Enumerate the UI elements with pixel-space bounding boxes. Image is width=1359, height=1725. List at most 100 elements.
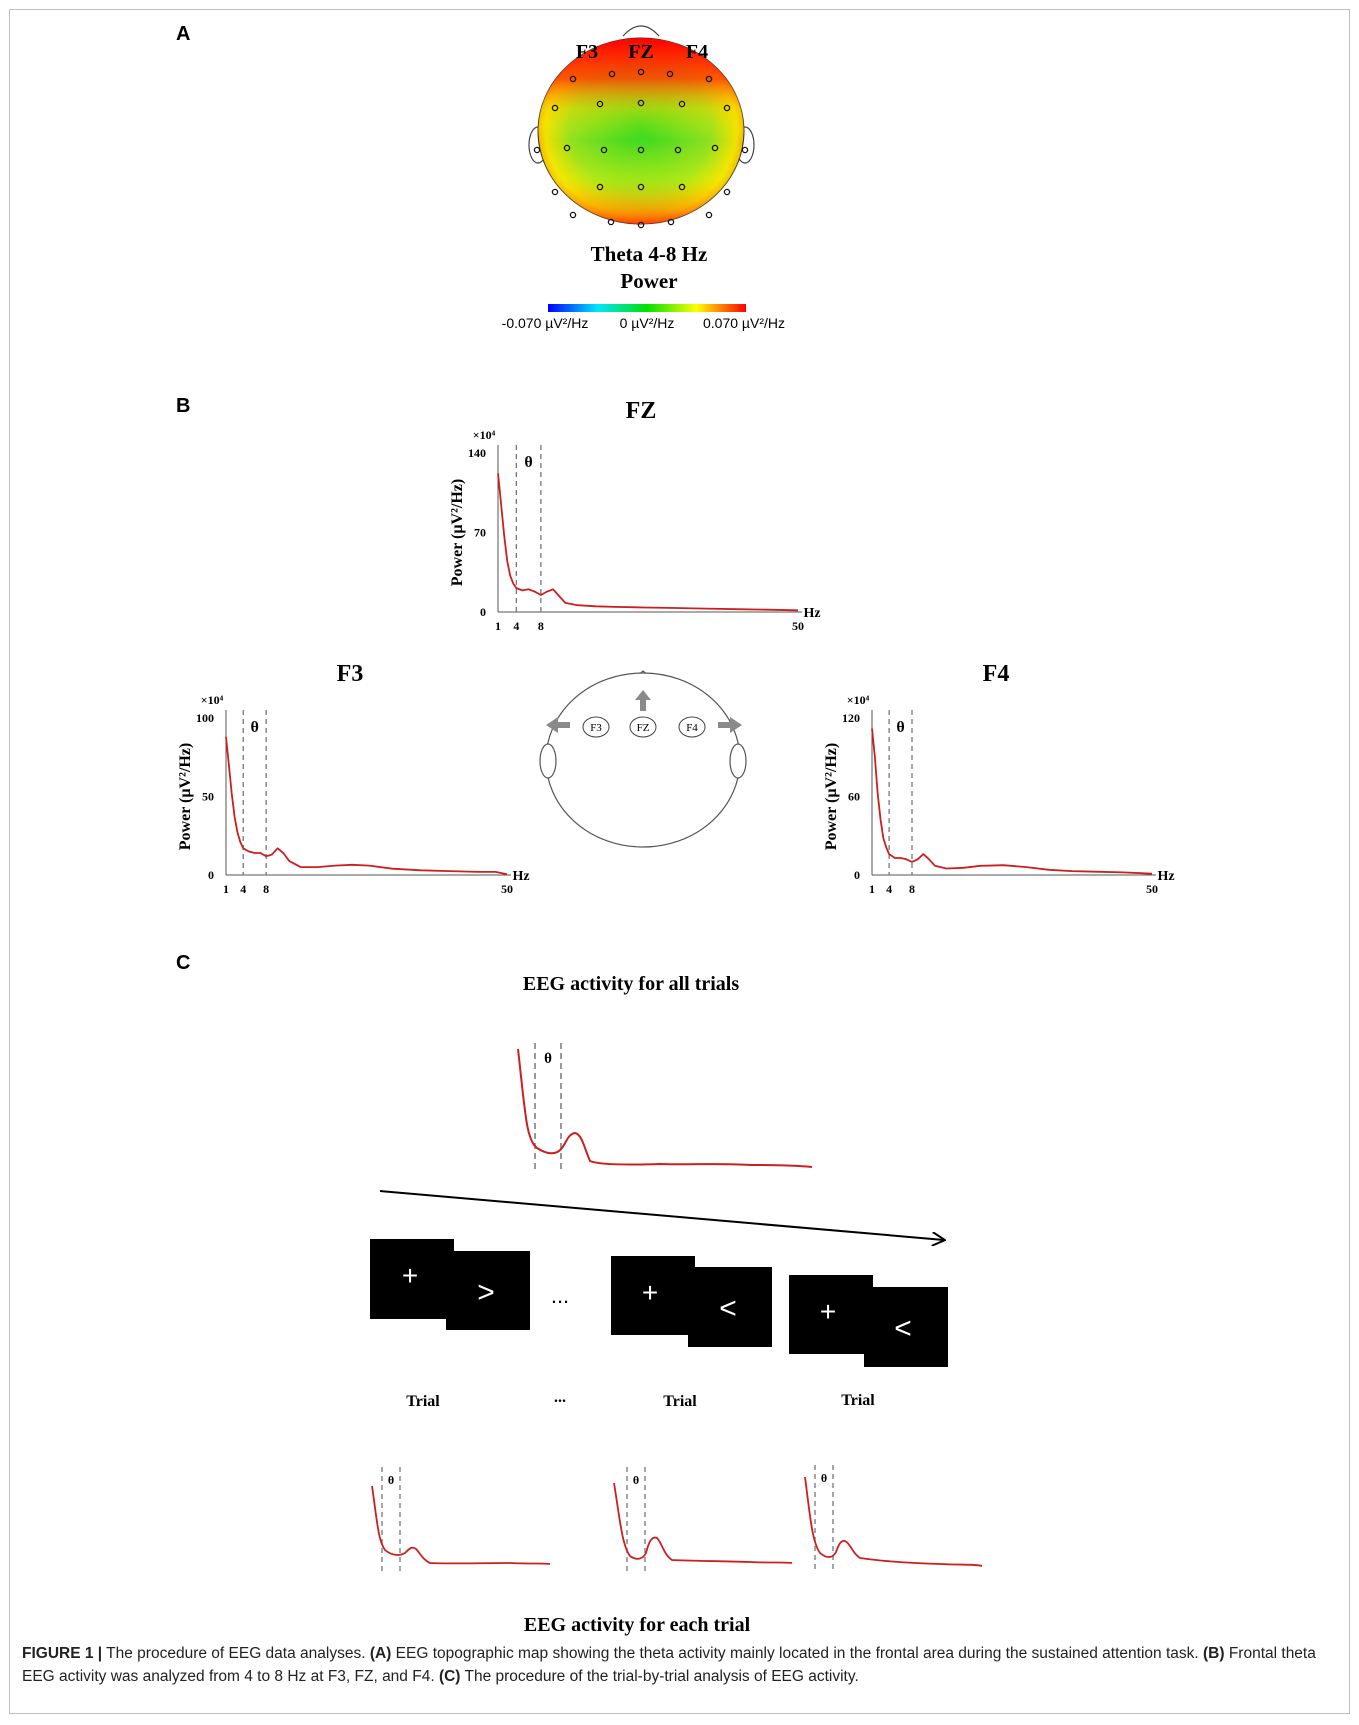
colorbar-mid-label: 0 µV²/Hz (620, 315, 675, 331)
x-axis-label: Hz (803, 606, 820, 621)
electrode-dot (741, 146, 749, 154)
y-tick-label: 0 (854, 868, 860, 882)
y-axis-label: Power (µV²/Hz) (177, 743, 194, 850)
electrode-dots (533, 68, 749, 229)
theta-symbol: θ (524, 454, 532, 471)
x-tick-label: 4 (513, 619, 519, 633)
electrode-dot (667, 218, 675, 226)
chart-title: F3 (337, 661, 364, 687)
schematic-left-ear (539, 743, 557, 779)
electrode-dot (607, 218, 615, 226)
y-tick-label: 50 (202, 790, 214, 804)
right-arrow-icon (718, 717, 742, 733)
theta-symbol: θ (250, 719, 258, 736)
y-scale-note: ×10⁴ (847, 693, 870, 707)
y-tick-label: 120 (842, 711, 860, 725)
schematic-right-ear (729, 743, 747, 779)
electrode-dot (569, 211, 577, 219)
theta-symbol: θ (544, 1051, 552, 1067)
trial-curve (804, 1476, 983, 1567)
electrode-dot (666, 70, 674, 78)
electrode-dot (551, 188, 559, 196)
colorbar-min-label: -0.070 µV²/Hz (502, 315, 589, 331)
up-arrow-icon (635, 690, 651, 711)
x-tick-label: 50 (1146, 882, 1158, 896)
electrode-dot (596, 100, 604, 108)
trial-ellipsis: ... (554, 1389, 566, 1406)
y-axis-label: Power (µV²/Hz) (823, 743, 840, 850)
electrode-dot (637, 221, 645, 229)
arrow-stimulus: > (477, 1276, 495, 1309)
x-tick-label: 8 (909, 882, 915, 896)
x-axis-label: Hz (512, 869, 529, 884)
electrode-dot (596, 183, 604, 191)
fixation-screen (611, 1256, 695, 1335)
stimulus-ellipsis: ... (551, 1283, 569, 1308)
electrode-dot (637, 146, 645, 154)
trial-label: Trial (663, 1393, 697, 1410)
y-tick-label: 70 (474, 526, 486, 540)
f4-electrode-marker (678, 716, 706, 738)
left-arrow-icon (546, 717, 570, 733)
f3-electrode-marker (582, 716, 610, 738)
y-scale-note: ×10⁴ (473, 428, 496, 442)
all-trials-title: EEG activity for all trials (523, 973, 739, 995)
fixation-screen (370, 1239, 454, 1319)
x-tick-label: 4 (240, 882, 246, 896)
x-tick-label: 4 (886, 882, 892, 896)
theta-symbol: θ (388, 1473, 394, 1487)
arrow-stimulus: < (894, 1312, 912, 1345)
stimulus-group-1: + > (370, 1239, 530, 1330)
chart-title: F4 (983, 661, 1010, 687)
theta-symbol: θ (896, 719, 904, 736)
arrow-screen (688, 1267, 772, 1347)
colorbar (548, 304, 746, 312)
stimulus-group-3: + < (789, 1275, 948, 1367)
x-tick-label: 1 (495, 619, 501, 633)
trial-curve (613, 1482, 793, 1564)
x-tick-label: 1 (223, 882, 229, 896)
figure-frame (9, 9, 1350, 1714)
panel-b-letter: B (176, 395, 190, 417)
trial-spectrum-3: θ (804, 1465, 983, 1571)
electrode-label-fz: FZ (628, 41, 654, 63)
theta-symbol: θ (633, 1473, 639, 1487)
nose-outline (622, 25, 660, 37)
x-axis-label: Hz (1157, 869, 1174, 884)
trial-curve (371, 1485, 551, 1565)
x-tick-label: 50 (792, 619, 804, 633)
power-spectrum-line (871, 728, 1153, 875)
trial-spectrum-2: θ (613, 1467, 793, 1571)
electrode-label-f3: F3 (576, 41, 598, 63)
topographic-map: F3 FZ F4 (528, 25, 755, 229)
electrode-dot (723, 188, 731, 196)
arrow-screen (864, 1287, 948, 1367)
electrode-dot (637, 99, 645, 107)
electrode-label-f4: F4 (686, 41, 708, 63)
electrode-dot (600, 146, 608, 154)
y-tick-label: 0 (480, 605, 486, 619)
electrode-dot (569, 75, 577, 83)
arrow-screen (446, 1251, 530, 1330)
trial-label: Trial (841, 1392, 875, 1409)
time-arrow (379, 1190, 944, 1240)
colorbar-max-label: 0.070 µV²/Hz (703, 315, 785, 331)
topomap-subtitle: Power (620, 269, 677, 293)
trial-label: Trial (406, 1393, 440, 1410)
fixation-screen (789, 1275, 873, 1354)
theta-symbol: θ (821, 1471, 827, 1485)
caption-c-label: (C) (438, 1668, 461, 1685)
electrode-dot (637, 68, 645, 76)
schematic-label-f3: F3 (590, 722, 602, 734)
electrode-head-schematic: F3 FZ F4 (539, 670, 747, 848)
x-tick-label: 50 (501, 882, 513, 896)
electrode-dot (678, 100, 686, 108)
fixation-cross: + (642, 1277, 658, 1308)
caption-lead: FIGURE 1 | (22, 1645, 103, 1662)
caption-b-label: (B) (1203, 1645, 1225, 1662)
electrode-dot (705, 211, 713, 219)
y-tick-label: 140 (468, 446, 486, 460)
power-spectrum-line (497, 473, 799, 612)
x-tick-label: 1 (869, 882, 875, 896)
